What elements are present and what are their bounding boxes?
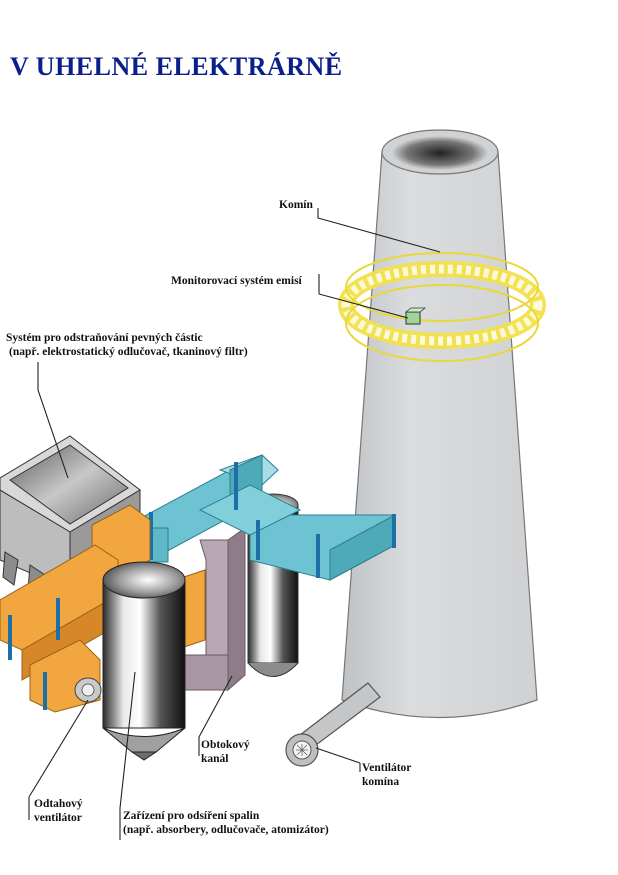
label-stack-fan-line1: Ventilátor [362, 762, 412, 774]
label-stack-fan-line2: komína [362, 776, 400, 788]
label-desulfurization-line1: Zařízení pro odsíření spalin [123, 810, 260, 822]
label-particulate-line1: Systém pro odstraňování pevných částic [6, 332, 203, 344]
label-bypass-channel: Obtokový kanál [201, 738, 250, 766]
label-desulfurization-line2: (např. absorbery, odlučovače, atomizátor… [123, 824, 329, 836]
page-title: V UHELNÉ ELEKTRÁRNĚ [10, 52, 343, 81]
label-emissions-monitoring: Monitorovací systém emisí [171, 275, 302, 287]
label-chimney: Komín [279, 199, 313, 211]
label-bypass-line1: Obtokový [201, 739, 250, 751]
label-desulfurization: Zařízení pro odsíření spalin (např. abso… [123, 809, 329, 837]
bypass-duct [183, 527, 246, 692]
leader-lines [28, 208, 441, 840]
blue-duct-system [127, 454, 396, 581]
label-exhaust-fan-line1: Odtahový [34, 798, 83, 810]
label-exhaust-fan-line2: ventilátor [34, 812, 82, 824]
duct-flanges [149, 462, 396, 578]
label-stack-fan: Ventilátor komína [362, 761, 411, 789]
front-scrubber-cylinder [102, 561, 186, 761]
chimney [341, 129, 538, 719]
label-particulate-line2: (např. elektrostatický odlučovač, tkanin… [9, 346, 248, 358]
exhaust-fan [74, 677, 102, 703]
label-particulate-removal: Systém pro odstraňování pevných částic (… [6, 331, 248, 359]
emission-monitoring-box [404, 307, 427, 325]
label-bypass-line2: kanál [201, 753, 229, 765]
label-exhaust-fan: Odtahový ventilátor [34, 797, 83, 825]
chimney-walkway-ring [338, 252, 546, 362]
stack-fan [285, 682, 381, 767]
